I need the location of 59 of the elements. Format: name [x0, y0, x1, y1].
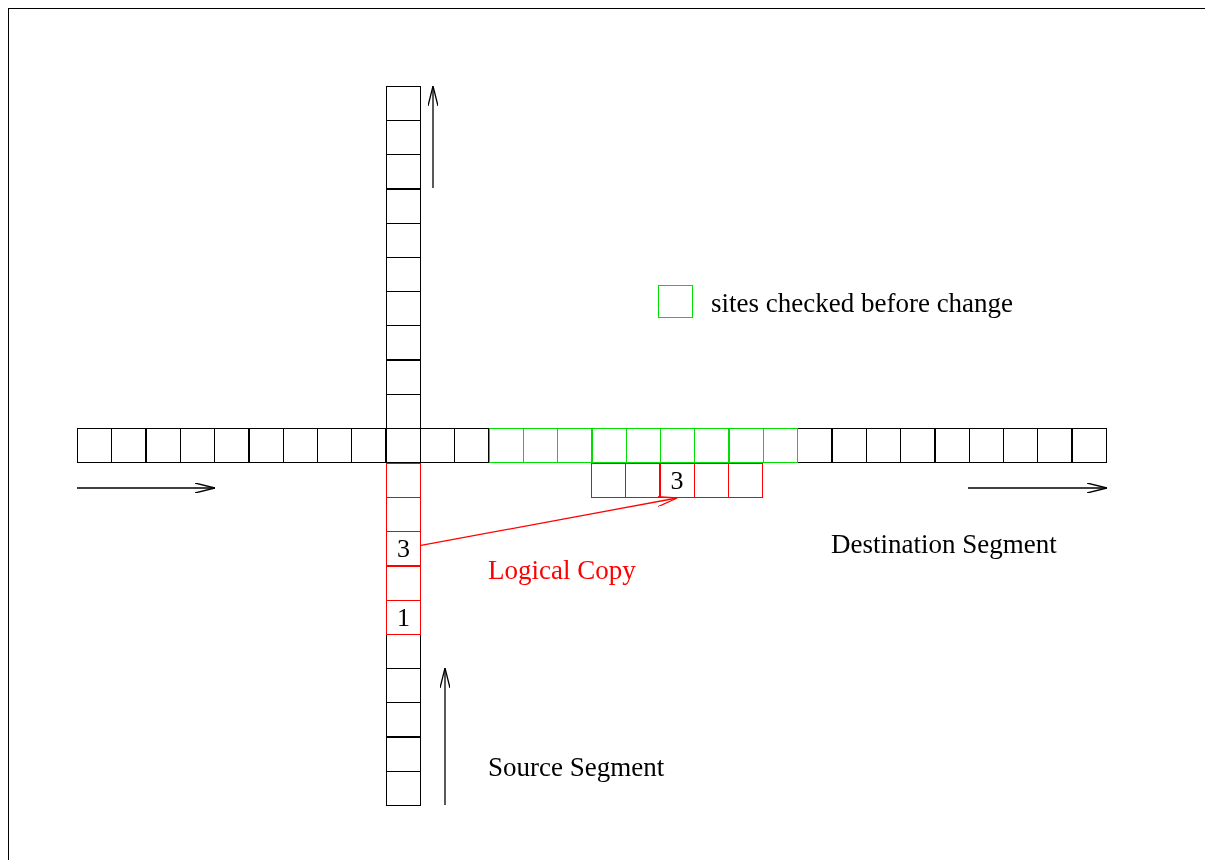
- segment-label: Destination Segment: [831, 530, 1057, 560]
- grid-cell: [248, 428, 284, 463]
- grid-cell: [728, 463, 764, 498]
- grid-cell: 3: [386, 531, 421, 567]
- grid-cell: [386, 222, 421, 258]
- grid-cell: [179, 428, 215, 463]
- grid-cell: [386, 325, 421, 361]
- grid-cell: [660, 428, 696, 463]
- grid-cell: [693, 463, 729, 498]
- grid-cell: [557, 428, 593, 463]
- grid-cell: [728, 428, 764, 463]
- grid-cell: [111, 428, 147, 463]
- grid-cell: [831, 428, 867, 463]
- grid-cell: [386, 634, 421, 669]
- grid-cell: [591, 463, 626, 498]
- grid-cell: [1071, 428, 1107, 463]
- grid-cell: [386, 463, 421, 498]
- grid-cell: [625, 463, 661, 498]
- grid-cell: [900, 428, 936, 463]
- grid-cell: [386, 188, 421, 224]
- grid-cell: [386, 668, 421, 704]
- grid-cell: [420, 428, 455, 463]
- grid-cell: [386, 393, 421, 429]
- grid-cell: [386, 770, 421, 806]
- grid-cell: [145, 428, 181, 463]
- grid-cell: [214, 428, 250, 463]
- legend-label: sites checked before change: [711, 289, 1014, 319]
- grid-cell: [968, 428, 1004, 463]
- grid-cell: [386, 565, 421, 601]
- arrow: [420, 496, 678, 547]
- grid-cell: [694, 428, 730, 463]
- grid-cell: [386, 154, 421, 190]
- grid-cell: [763, 428, 798, 463]
- grid-cell: [386, 702, 421, 738]
- grid-cell: [591, 428, 627, 463]
- grid-cell: [522, 428, 558, 463]
- grid-cell: [386, 257, 421, 292]
- segment-label: Source Segment: [488, 753, 665, 783]
- grid-cell: [77, 428, 112, 463]
- grid-cell: [625, 428, 661, 463]
- grid-cell: [1037, 428, 1073, 463]
- grid-cell: [934, 428, 970, 463]
- grid-cell: [386, 291, 421, 327]
- grid-cell: [386, 120, 421, 156]
- grid-cell: [865, 428, 901, 463]
- grid-cell: [1003, 428, 1039, 463]
- grid-cell: 1: [386, 599, 421, 635]
- grid-cell: [282, 428, 318, 463]
- grid-cell: [385, 428, 421, 463]
- grid-cell: 3: [659, 463, 695, 498]
- grid-cell: [797, 428, 833, 463]
- grid-cell: [386, 497, 421, 533]
- grid-cell: [317, 428, 353, 463]
- grid-cell: [386, 359, 421, 395]
- grid-cell: [386, 86, 421, 121]
- grid-cell: [351, 428, 387, 463]
- grid-cell: [454, 428, 490, 463]
- grid-cell: [386, 736, 421, 772]
- grid-cell: [488, 428, 524, 463]
